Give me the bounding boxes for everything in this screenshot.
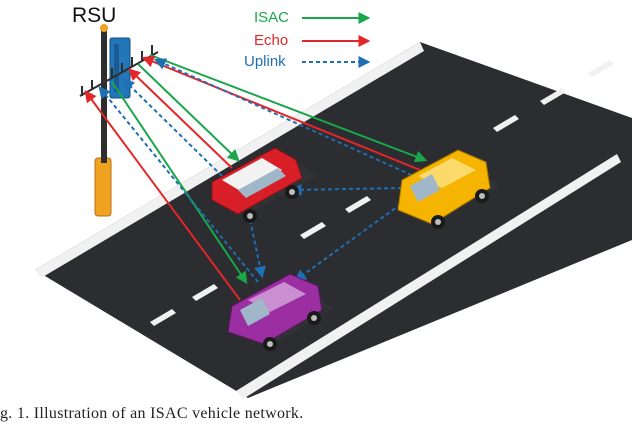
rsu-pole-top bbox=[100, 24, 108, 32]
lane-markings bbox=[150, 60, 614, 326]
uplink-yellow-purple bbox=[294, 195, 413, 282]
legend-uplink-label: Uplink bbox=[244, 53, 286, 70]
legend-isac-label: ISAC bbox=[254, 9, 289, 26]
rsu-pole-base bbox=[94, 157, 112, 217]
purple-car bbox=[227, 273, 334, 351]
echo-link-red bbox=[128, 68, 233, 169]
isac-link-red bbox=[137, 63, 240, 162]
rsu-label: RSU bbox=[72, 4, 116, 27]
isac-link-purple bbox=[111, 81, 248, 284]
rsu bbox=[79, 24, 159, 217]
yellow-car bbox=[397, 149, 500, 229]
legend: ISAC Echo Uplink bbox=[244, 9, 371, 70]
isac-link-yellow bbox=[149, 54, 428, 163]
uplink-red-purple bbox=[249, 219, 266, 279]
signal-links bbox=[84, 54, 428, 301]
road-surface bbox=[35, 42, 632, 398]
uplink-red-rsu bbox=[122, 78, 223, 177]
uplink-yellow-red bbox=[289, 183, 403, 196]
figure-caption: g. 1. Illustration of an ISAC vehicle ne… bbox=[0, 405, 304, 422]
legend-echo-label: Echo bbox=[254, 32, 288, 49]
red-car bbox=[211, 147, 318, 223]
echo-link-yellow bbox=[141, 56, 421, 171]
echo-link-purple bbox=[84, 90, 241, 301]
road-edge-right bbox=[236, 154, 621, 399]
uplink-yellow-rsu bbox=[153, 58, 419, 179]
